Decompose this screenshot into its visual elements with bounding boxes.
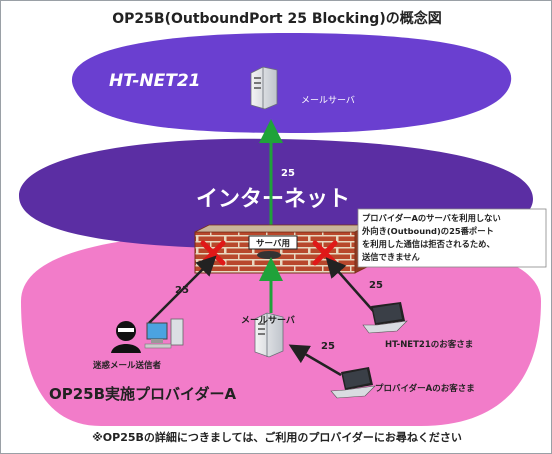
htnet-customer-label: HT-NET21のお客さま — [385, 339, 473, 350]
note-line-2: 外向き(Outbound)の25番ポート — [362, 226, 494, 236]
htnet-region — [71, 33, 512, 133]
firewall-server-label: サーバ用 — [256, 238, 290, 249]
internet-label: インターネット — [196, 187, 350, 212]
diagram-title: OP25B(OutboundPort 25 Blocking)の概念図 — [112, 10, 441, 27]
spammer-label: 迷惑メール送信者 — [92, 360, 162, 371]
note-box — [357, 208, 547, 268]
port-label-internet: 25 — [281, 168, 295, 179]
provider-label: OP25B実施プロバイダーA — [49, 385, 236, 403]
provider-mail-server-label: メールサーバ — [241, 315, 295, 326]
top-mail-server-label: メールサーバ — [301, 95, 355, 106]
provider-customer-laptop-icon — [330, 367, 376, 399]
firewall-hole — [257, 251, 281, 259]
htnet-label: HT-NET21 — [109, 71, 200, 91]
port-label-customer: 25 — [369, 280, 383, 291]
provider-customer-label: プロバイダーAのお客さま — [375, 383, 475, 394]
note-line-1: プロバイダーAのサーバを利用しない — [362, 213, 501, 223]
spammer-pc-icon — [144, 318, 184, 349]
spammer-icon — [111, 321, 141, 353]
htnet-customer-laptop-icon — [362, 302, 408, 334]
note-line-3: を利用した通信は拒否されるため、 — [362, 239, 495, 249]
note-line-4: 送信できません — [361, 252, 421, 262]
firewall-server-tag — [248, 235, 298, 250]
footer-note: ※OP25Bの詳細につきましては、ご利用のプロバイダーにお尋ねください — [92, 430, 462, 444]
top-mail-server-icon — [250, 66, 278, 110]
arrow-spammer — [148, 255, 217, 324]
arrow-htnet-customer — [325, 257, 376, 314]
arrow-provider-customer — [288, 344, 342, 377]
port-label-provider-customer: 25 — [321, 341, 335, 352]
provider-mail-server-icon — [254, 312, 284, 358]
port-label-spammer: 25 — [175, 285, 189, 296]
